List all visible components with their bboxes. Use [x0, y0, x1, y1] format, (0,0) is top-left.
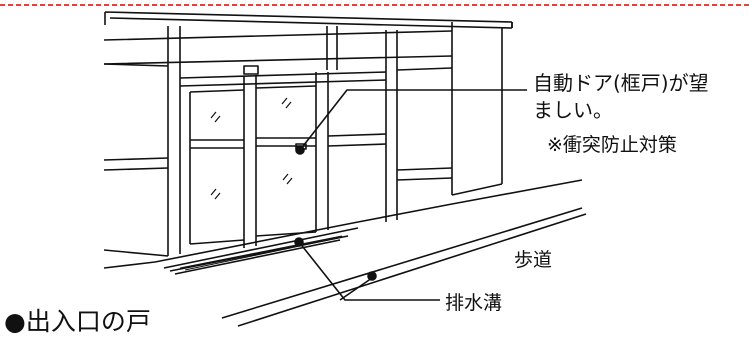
right-horizontals: [327, 67, 453, 181]
roof-fascia: [104, 11, 513, 29]
leader-drain: [298, 241, 440, 301]
left-horizontals: [103, 63, 169, 257]
header-band: [103, 30, 453, 65]
mullion-top: [326, 26, 338, 70]
right-wall: [451, 22, 513, 196]
glass-marks: [210, 97, 293, 200]
mullion-2: [243, 76, 257, 248]
sidewalk-label: 歩道: [514, 249, 553, 271]
building-drawing: [103, 11, 587, 327]
leader-door-dot: [295, 145, 305, 155]
door-sensor: [243, 65, 259, 75]
leader-drain-dot2: [367, 271, 377, 281]
collision-note: ※衝突防止対策: [547, 134, 677, 156]
mat-stripes: [179, 235, 343, 271]
mullion-3: [315, 72, 329, 232]
diagram-title: ●出入口の戸: [4, 307, 151, 336]
mullion-4: [385, 30, 398, 222]
door-header: [179, 71, 387, 87]
drain-label: 排水溝: [445, 292, 503, 314]
door-panel-right: [255, 85, 317, 237]
door-callout-line1: 自動ドア(框戸)が望: [533, 71, 709, 95]
door-callout-line2: ましい。: [533, 98, 613, 122]
sidewalk-edge: [221, 207, 587, 327]
leader-drain-dot1: [294, 237, 304, 247]
door-panel-left: [189, 89, 245, 245]
ground-line: [103, 179, 583, 269]
mullion-1: [167, 26, 181, 256]
leader-door: [299, 89, 527, 151]
door-mat: [154, 221, 359, 275]
